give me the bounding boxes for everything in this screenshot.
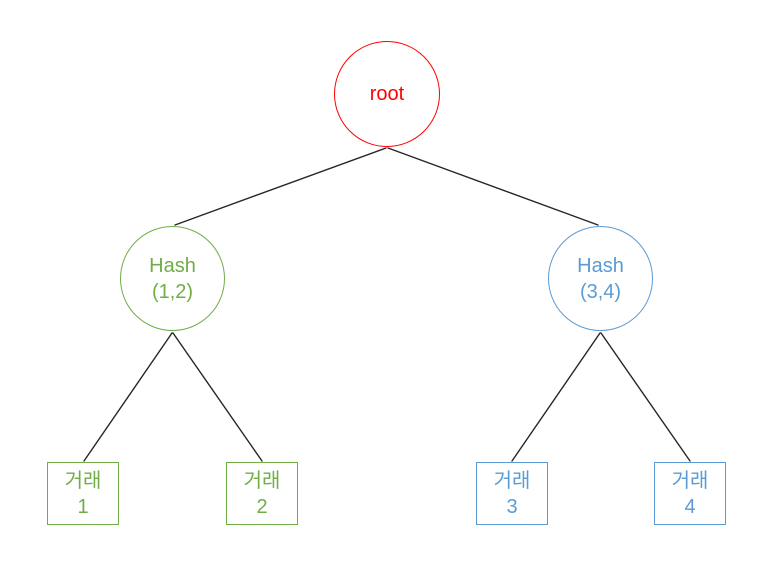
node-hash-1-2-label-line2: (1,2) xyxy=(151,280,194,303)
node-transaction-1-label-line2: 1 xyxy=(77,495,89,518)
edge-hash12-to-leaf1 xyxy=(83,332,173,462)
node-transaction-1-label-line1: 거래 xyxy=(64,469,102,492)
node-root-label: root xyxy=(369,83,405,105)
node-transaction-4-label-line1: 거래 xyxy=(671,469,709,492)
node-hash-1-2[interactable]: Hash (1,2) xyxy=(120,226,225,331)
node-transaction-2[interactable]: 거래 2 xyxy=(226,462,298,525)
node-transaction-3-label-line2: 3 xyxy=(506,495,518,518)
node-root[interactable]: root xyxy=(334,41,440,147)
edge-root-to-hash12 xyxy=(174,147,387,226)
node-transaction-1[interactable]: 거래 1 xyxy=(47,462,119,525)
node-transaction-2-label-line2: 2 xyxy=(256,495,268,518)
node-hash-3-4[interactable]: Hash (3,4) xyxy=(548,226,653,331)
node-transaction-4[interactable]: 거래 4 xyxy=(654,462,726,525)
node-transaction-2-label-line1: 거래 xyxy=(243,469,281,492)
edge-hash34-to-leaf3 xyxy=(511,332,601,462)
edge-hash34-to-leaf4 xyxy=(600,332,691,462)
node-transaction-4-label-line2: 4 xyxy=(684,495,696,518)
node-transaction-3[interactable]: 거래 3 xyxy=(476,462,548,525)
node-transaction-3-label-line1: 거래 xyxy=(493,469,531,492)
edge-root-to-hash34 xyxy=(387,147,599,226)
edge-hash12-to-leaf2 xyxy=(172,332,263,462)
node-hash-3-4-label-line2: (3,4) xyxy=(579,280,622,303)
node-hash-3-4-label-line1: Hash xyxy=(577,254,624,277)
node-hash-1-2-label-line1: Hash xyxy=(149,254,196,277)
